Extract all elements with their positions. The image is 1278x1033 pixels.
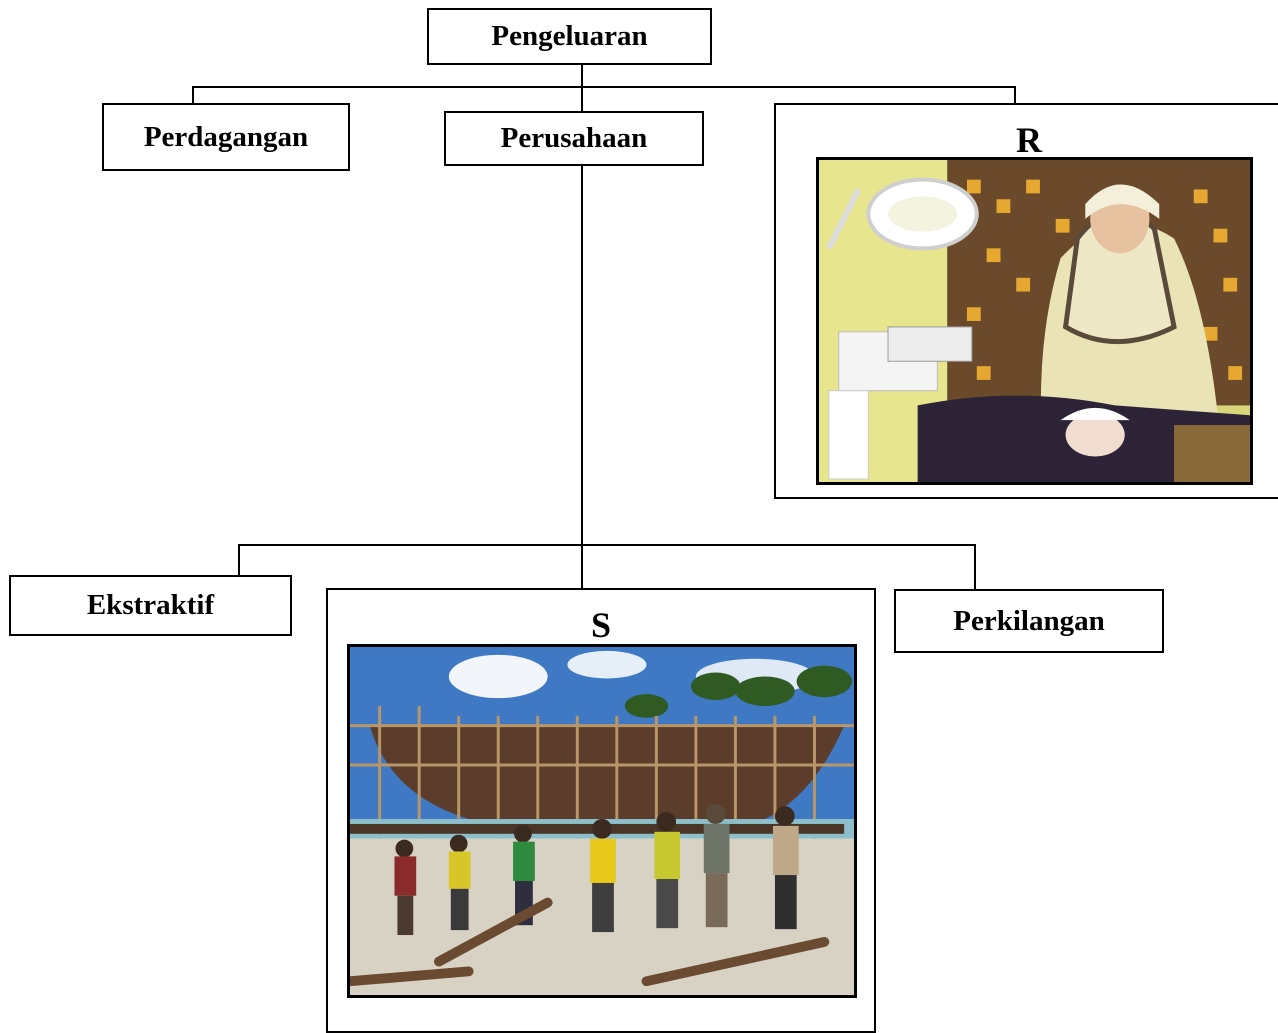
connector-to-r <box>1014 86 1016 104</box>
node-s-label: S <box>590 605 612 645</box>
node-perkilangan-label: Perkilangan <box>953 604 1105 637</box>
connector-level2-horizontal <box>238 544 976 546</box>
node-ekstraktif-label: Ekstraktif <box>86 589 215 621</box>
connector-to-perdagangan <box>192 86 194 104</box>
connector-to-ekstraktif <box>238 544 240 576</box>
s-boat-building-photo <box>347 644 857 998</box>
connector-to-perkilangan <box>974 544 976 590</box>
connector-to-s <box>581 544 583 590</box>
node-ekstraktif: Ekstraktif <box>9 575 292 636</box>
root-node-pengeluaran: Pengeluaran <box>427 8 712 65</box>
root-node-label: Pengeluaran <box>491 20 648 52</box>
node-perdagangan-label: Perdagangan <box>143 120 309 153</box>
node-perusahaan-label: Perusahaan <box>500 122 648 154</box>
connector-perusahaan-down <box>581 164 583 546</box>
node-perdagangan: Perdagangan <box>102 103 350 171</box>
connector-to-perusahaan <box>581 86 583 112</box>
connector-level1-horizontal <box>192 86 1016 88</box>
node-r-panel: R <box>774 103 1278 499</box>
node-s-panel: S <box>326 588 876 1033</box>
r-facial-treatment-photo <box>816 157 1253 485</box>
node-perusahaan: Perusahaan <box>444 111 704 166</box>
node-r-label: R <box>1016 120 1042 160</box>
connector-root-down <box>581 63 583 88</box>
node-perkilangan: Perkilangan <box>894 589 1164 653</box>
